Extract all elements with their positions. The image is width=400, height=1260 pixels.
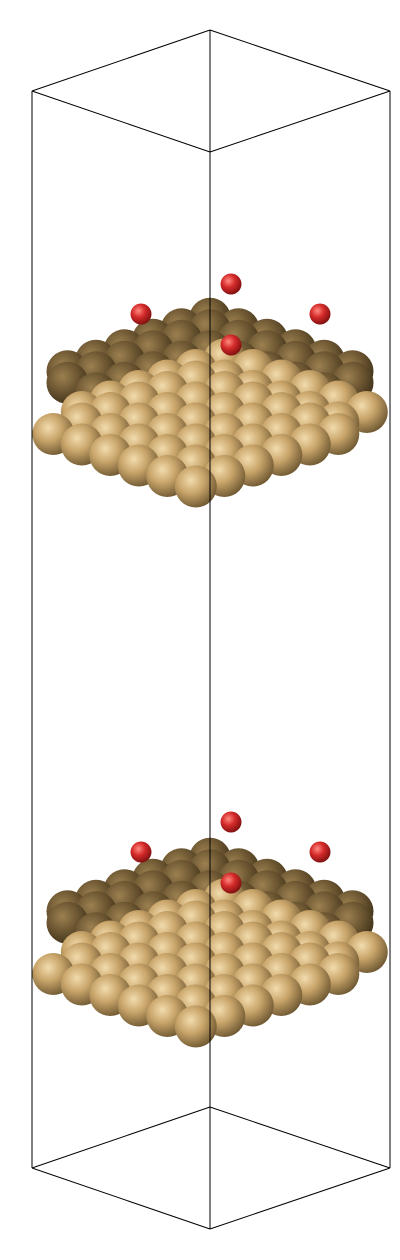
cell-edge bbox=[209, 1167, 391, 1230]
cell-edge bbox=[31, 29, 211, 92]
cell-edge bbox=[209, 29, 391, 92]
oxygen-atom bbox=[130, 303, 152, 325]
oxygen-atom bbox=[220, 273, 242, 295]
slab-top bbox=[32, 273, 388, 508]
oxygen-atom bbox=[309, 841, 331, 863]
oxygen-atom bbox=[130, 841, 152, 863]
oxygen-atom bbox=[220, 811, 242, 833]
oxygen-atom bbox=[220, 334, 242, 356]
oxygen-atom bbox=[220, 872, 242, 894]
cell-edge bbox=[209, 90, 391, 153]
metal-atom bbox=[174, 1005, 217, 1048]
slab-bottom bbox=[32, 811, 388, 1048]
metal-atom bbox=[174, 465, 217, 508]
cell-edge bbox=[209, 1106, 391, 1169]
cell-edge bbox=[31, 1106, 211, 1169]
oxygen-atom bbox=[309, 303, 331, 325]
cell-edge bbox=[31, 1167, 211, 1230]
cell-edge bbox=[31, 90, 211, 153]
unit-cell-front-edges bbox=[31, 90, 391, 1230]
